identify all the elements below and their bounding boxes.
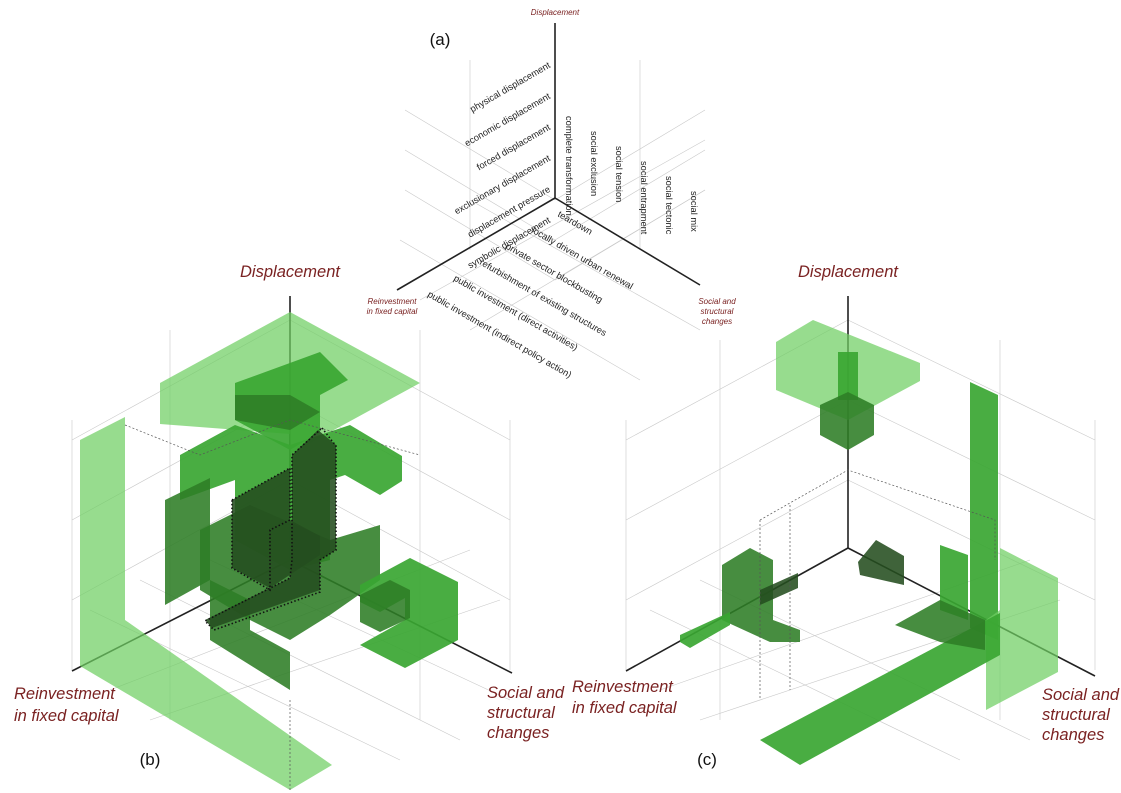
panel-c-displacement-stem [838, 352, 858, 400]
panel-a-axis-vertical-label: Displacement [531, 8, 580, 17]
panel-a: Displacement (a) Reinvestment in fixed c… [367, 8, 736, 381]
panel-b-axis-right-line3: changes [487, 724, 549, 742]
panel-c-social-small [940, 545, 968, 620]
panel-c-reinvestment-bar [680, 612, 730, 648]
social-level-5: social tectonic [664, 176, 674, 235]
panel-c-axis-left-line2: in fixed capital [572, 699, 678, 717]
social-level-6: social mix [689, 191, 699, 232]
panel-c-displacement-block [820, 392, 874, 450]
social-level-1: complete transformation [564, 116, 574, 216]
panel-b-column-cap [235, 395, 320, 430]
panel-a-axis-right-line3: changes [702, 317, 732, 326]
panel-b-dotted-outline-inner [231, 466, 291, 592]
panel-b-cluster-left [165, 478, 290, 690]
panel-c: Displacement Reinvestment in fixed capit… [572, 263, 1120, 769]
panel-a-axis-right-line2: structural [701, 307, 734, 316]
panel-b-axis-left-line2: in fixed capital [14, 707, 120, 725]
panel-c-social-base [895, 600, 985, 650]
panel-c-axis-right-line2: structural [1042, 706, 1111, 724]
panel-b-axis-left-line1: Reinvestment [14, 685, 116, 703]
panel-c-axis-left-line1: Reinvestment [572, 678, 674, 696]
panel-a-axis-left-line2: in fixed capital [367, 307, 418, 316]
panel-b-reinvestment-band [80, 417, 332, 790]
panel-b-tag: (b) [140, 750, 161, 769]
panel-c-social-cap [986, 548, 1058, 710]
panel-c-social-column [970, 382, 998, 640]
panel-a-axis-left-line1: Reinvestment [368, 297, 418, 306]
panel-c-reinvestment-inner [760, 573, 798, 605]
panel-a-tag: (a) [430, 30, 451, 49]
panel-c-tag: (c) [697, 750, 717, 769]
panel-b: Displacement Reinvestment in fixed capit… [14, 263, 565, 790]
reinvestment-level-2: locally driven urban renewal [530, 225, 635, 291]
reinvestment-level-3: private sector blockbusting [504, 241, 604, 305]
displacement-level-5: economic displacement [463, 91, 552, 148]
panel-c-axis-right-line1: Social and [1042, 686, 1120, 704]
social-level-labels: complete transformation social exclusion s… [564, 116, 699, 235]
panel-b-dotted-region [205, 430, 336, 628]
panel-a-left-axis [396, 197, 556, 291]
panel-b-axis-right-line2: structural [487, 704, 556, 722]
panel-a-axis-right-line1: Social and [698, 297, 736, 306]
displacement-level-3: exclusionary displacement [453, 153, 553, 216]
panel-c-guide [759, 469, 996, 560]
panel-c-axis-vertical-label: Displacement [798, 263, 899, 281]
panel-c-center-block [858, 540, 904, 585]
panel-c-reinvestment-band [760, 613, 1000, 765]
social-level-4: social entrapment [639, 161, 649, 235]
panel-a-grid [399, 23, 706, 381]
panel-a-right-axis [554, 197, 701, 286]
panel-b-axis-right-line1: Social and [487, 684, 565, 702]
social-level-3: social tension [614, 146, 624, 202]
panel-b-guide [124, 419, 421, 456]
panel-b-social-inner [360, 580, 410, 632]
social-level-2: social exclusion [589, 131, 599, 196]
panel-b-axis-vertical-label: Displacement [240, 263, 341, 281]
panel-c-axis-right-line3: changes [1042, 726, 1104, 744]
